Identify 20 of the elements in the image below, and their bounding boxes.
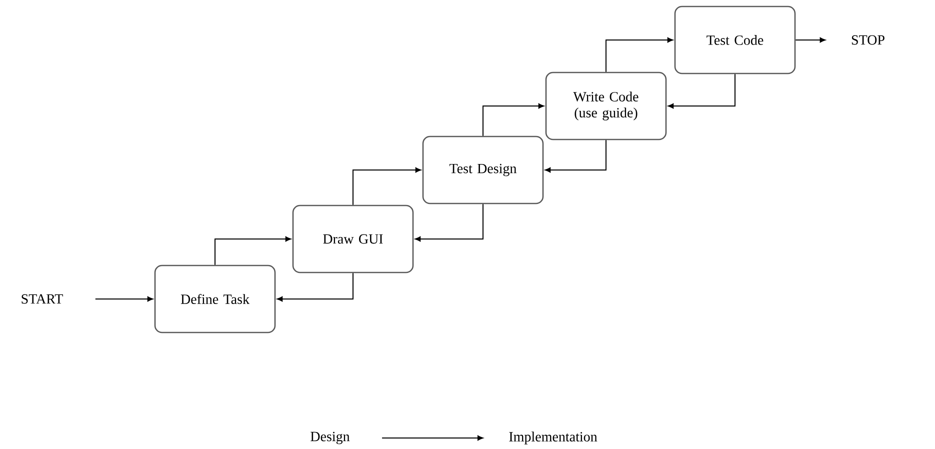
terminal-label: STOP bbox=[852, 35, 884, 45]
arrow bbox=[668, 74, 736, 109]
legend-label: Design bbox=[310, 432, 350, 444]
arrow bbox=[94, 296, 154, 302]
process-box: Draw GUI bbox=[292, 204, 414, 274]
arrow bbox=[606, 37, 674, 72]
process-box: Define Task bbox=[154, 264, 276, 334]
terminal-label: START bbox=[22, 294, 63, 304]
arrow bbox=[214, 236, 292, 266]
arrow bbox=[544, 140, 606, 173]
process-box: Test Code bbox=[674, 6, 796, 74]
arrow bbox=[382, 435, 484, 441]
arrow bbox=[795, 37, 826, 43]
arrow bbox=[482, 103, 544, 136]
process-box: Test Design bbox=[422, 136, 544, 204]
arrow bbox=[352, 167, 422, 206]
arrow bbox=[414, 204, 484, 242]
process-box: Write Code (use guide) bbox=[545, 72, 667, 140]
legend-label: Implementation bbox=[509, 432, 598, 444]
arrow bbox=[276, 272, 354, 302]
